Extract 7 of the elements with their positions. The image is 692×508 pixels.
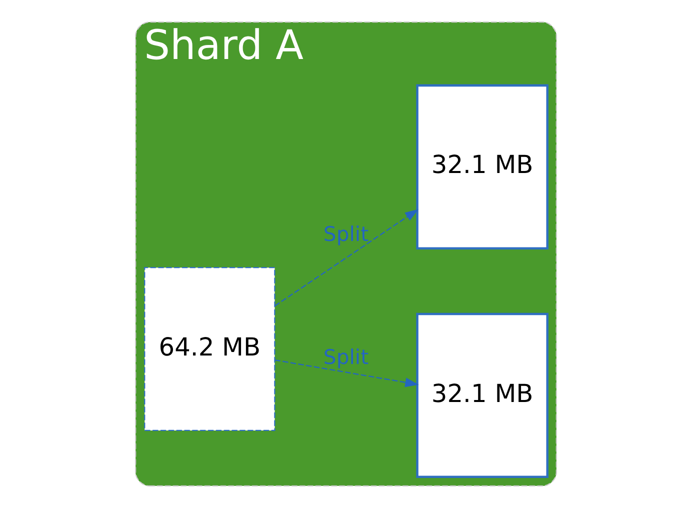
edge-label: Split	[323, 222, 369, 246]
edge-label: Split	[323, 345, 369, 370]
arrow	[274, 209, 419, 306]
node-box: 32.1 MB	[416, 312, 548, 478]
node-box: 32.1 MB	[416, 84, 548, 250]
arrow	[274, 359, 419, 388]
node-box: 64.2 MB	[144, 267, 276, 432]
